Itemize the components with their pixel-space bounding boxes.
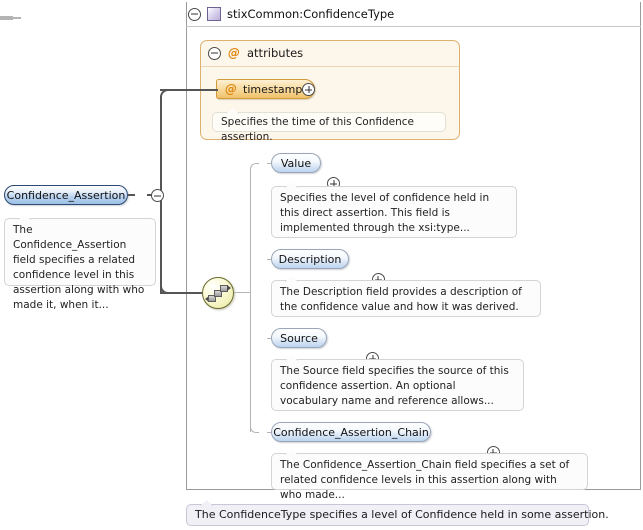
element-node-confidence-assertion[interactable]: Confidence_Assertion — [4, 185, 128, 205]
branch-corner-bottom — [250, 423, 259, 433]
branch-line-chain — [0, 19, 13, 20]
attributes-label: attributes — [247, 46, 304, 60]
type-name-label: stixCommon:ConfidenceType — [227, 7, 395, 21]
branch-stub-line — [234, 292, 251, 293]
attributes-panel-divider — [201, 66, 459, 67]
trunk-corner-top — [160, 89, 174, 103]
at-sign-icon: @ — [225, 82, 237, 96]
sequence-arrow-left — [205, 296, 209, 302]
element-label: Value — [280, 156, 312, 170]
attributes-header: @ attributes — [208, 46, 303, 60]
type-annotation: The ConfidenceType specifies a level of … — [186, 504, 609, 526]
element-label: Confidence_Assertion — [6, 188, 126, 202]
root-connector-lead — [128, 194, 135, 196]
attribute-node-timestamp[interactable]: @ timestamp — [216, 79, 316, 99]
complex-type-icon — [207, 7, 221, 21]
branch-vertical-line — [250, 172, 251, 432]
element-label: Confidence_Assertion_Chain — [273, 425, 429, 439]
element-node-description[interactable]: Description — [271, 249, 349, 269]
sequence-compositor-icon[interactable] — [202, 277, 234, 309]
branch-corner-top — [250, 163, 259, 173]
trunk-to-sequence-line — [160, 292, 204, 294]
element-label: Description — [278, 252, 342, 266]
chain-annotation: The Confidence_Assertion_Chain field spe… — [271, 453, 588, 501]
node-lead-description — [267, 259, 271, 260]
branch-line-description — [0, 17, 21, 18]
confidence-assertion-annotation: The Confidence_Assertion field specifies… — [4, 218, 156, 311]
trunk-to-attributes-line — [160, 89, 218, 91]
value-annotation: Specifies the level of confidence held i… — [271, 186, 517, 238]
confidence-assertion-collapse-toggle-icon[interactable] — [150, 189, 164, 202]
type-header-divider — [186, 26, 641, 27]
attribute-label: timestamp — [243, 82, 303, 96]
branch-line-value — [0, 16, 13, 17]
sequence-arrow-right — [227, 285, 231, 291]
type-collapse-toggle-icon[interactable] — [188, 7, 201, 21]
sequence-box — [208, 295, 216, 302]
node-lead-source — [267, 338, 271, 339]
element-node-source[interactable]: Source — [271, 328, 327, 348]
attributes-collapse-toggle-icon[interactable] — [208, 46, 221, 60]
description-annotation: The Description field provides a descrip… — [271, 280, 541, 317]
source-annotation: The Source field specifies the source of… — [271, 359, 524, 411]
timestamp-annotation: Specifies the time of this Confidence as… — [212, 112, 446, 143]
timestamp-expand-toggle-icon[interactable] — [302, 83, 315, 96]
sequence-box — [214, 290, 222, 297]
element-node-confidence-assertion-chain[interactable]: Confidence_Assertion_Chain — [271, 422, 431, 442]
at-sign-icon: @ — [228, 46, 240, 60]
branch-line-source — [0, 18, 21, 19]
node-lead-chain — [267, 432, 271, 433]
element-label: Source — [280, 331, 318, 345]
type-header: stixCommon:ConfidenceType — [188, 3, 394, 25]
node-lead-value — [267, 163, 271, 164]
element-node-value[interactable]: Value — [271, 153, 321, 173]
